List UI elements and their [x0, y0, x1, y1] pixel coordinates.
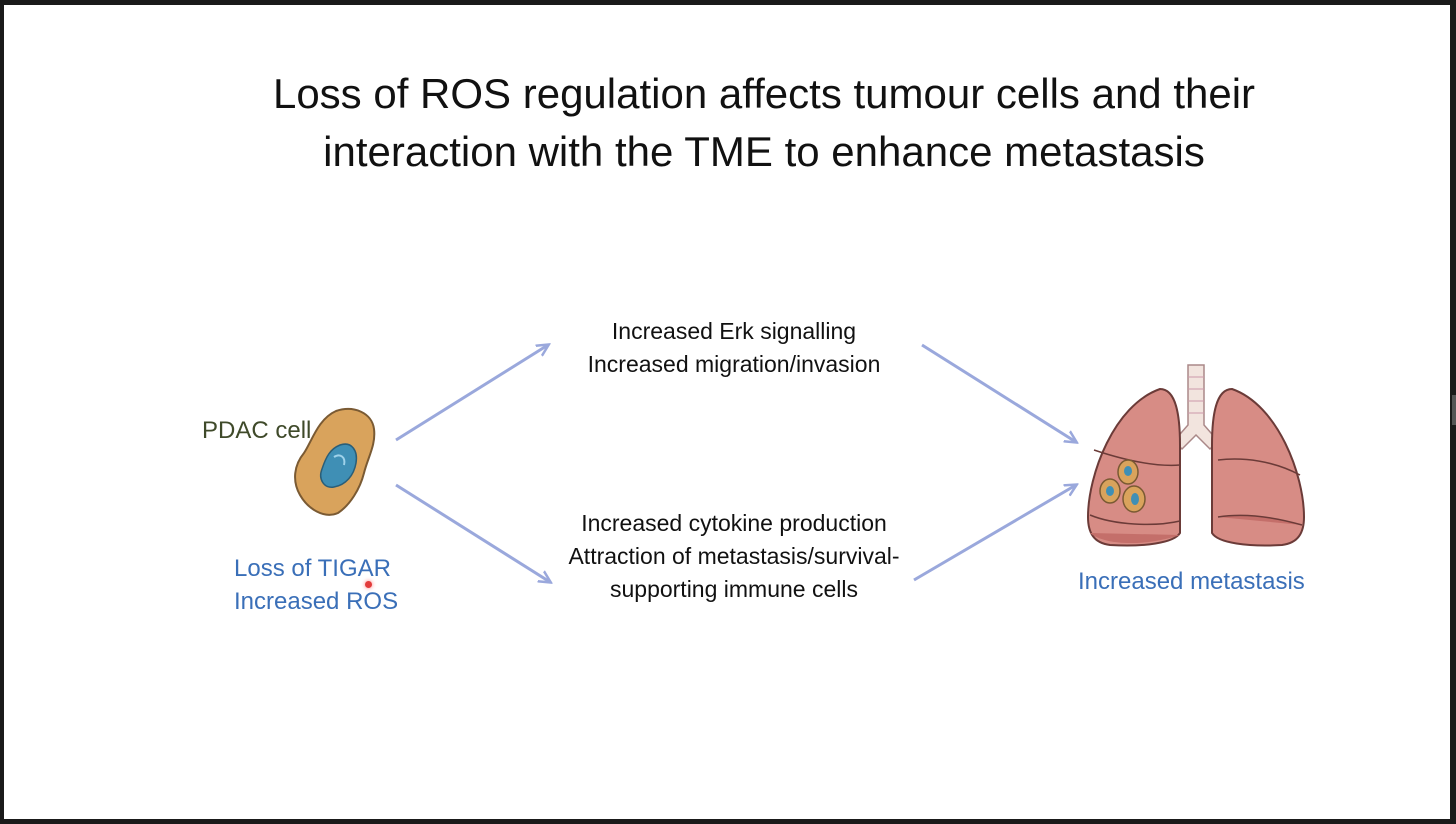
top-path-text: Increased Erk signalling Increased migra…	[564, 315, 904, 381]
loss-of-tigar-label: Loss of TIGAR	[234, 555, 391, 582]
immune-attraction-label-1: Attraction of metastasis/survival-	[568, 543, 900, 569]
metastatic-cells-icon	[1099, 459, 1146, 513]
laser-pointer-dot	[365, 581, 372, 588]
slide: Loss of ROS regulation affects tumour ce…	[4, 5, 1450, 819]
slide-title: Loss of ROS regulation affects tumour ce…	[164, 65, 1364, 181]
arrow-cytokine-to-lung	[913, 485, 1076, 582]
bottom-path-text: Increased cytokine production Attraction…	[534, 507, 934, 606]
migration-invasion-label: Increased migration/invasion	[587, 351, 881, 377]
window-edge-handle	[1452, 395, 1456, 425]
arrow-cell-to-erk	[395, 345, 548, 442]
diagram-graphics	[294, 5, 1306, 819]
arrow-cell-to-cytokine	[395, 483, 550, 582]
immune-attraction-label-2: supporting immune cells	[609, 576, 858, 602]
erk-signalling-label: Increased Erk signalling	[611, 318, 857, 344]
cytokine-production-label: Increased cytokine production	[581, 510, 887, 536]
title-line-1: Loss of ROS regulation affects tumour ce…	[272, 70, 1256, 117]
arrow-erk-to-lung	[921, 343, 1076, 442]
increased-metastasis-label: Increased metastasis	[1078, 568, 1305, 595]
lungs-icon	[1086, 364, 1306, 547]
pdac-cell-icon	[294, 408, 376, 516]
cell-state-labels: Loss of TIGAR Increased ROS	[234, 552, 398, 618]
title-line-2: interaction with the TME to enhance meta…	[323, 128, 1205, 175]
pdac-cell-label: PDAC cell	[202, 417, 312, 444]
increased-ros-label: Increased ROS	[234, 588, 399, 615]
